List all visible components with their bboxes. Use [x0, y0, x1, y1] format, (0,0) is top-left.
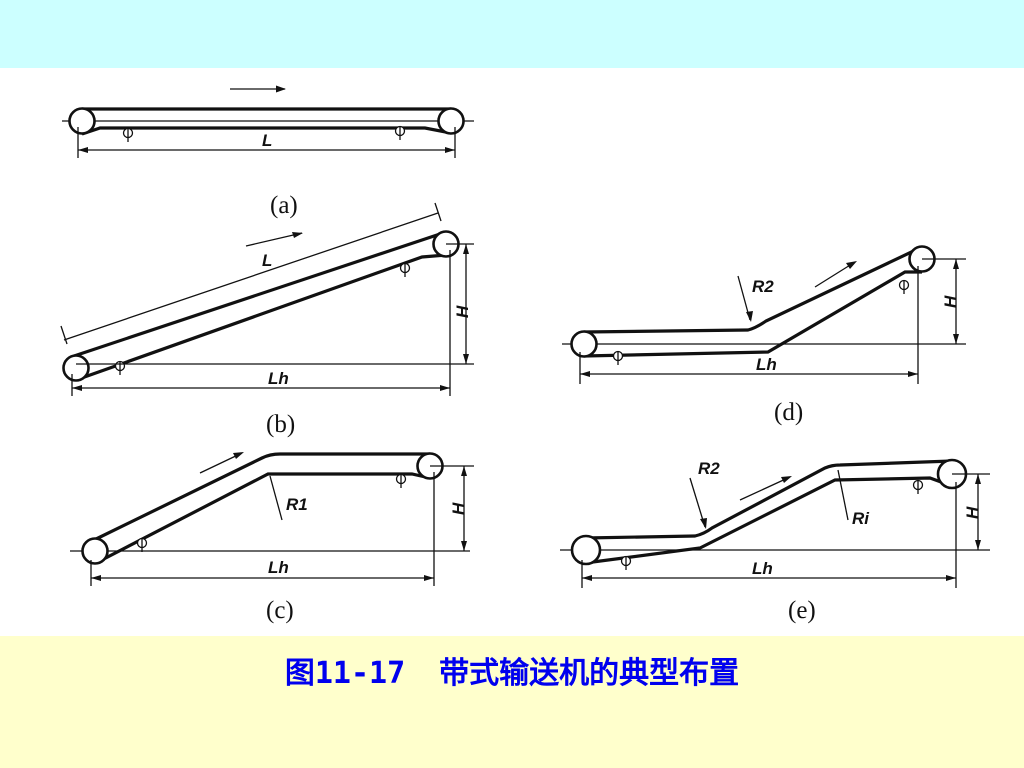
dim-label: H — [453, 305, 472, 318]
direction-arrow-e — [781, 476, 792, 483]
dim-label: H — [963, 506, 982, 519]
dim-label: Ri — [852, 509, 870, 528]
subfigure-label-e: (e) — [788, 597, 816, 624]
dim-label: R1 — [286, 495, 308, 514]
bottom-band — [0, 636, 1024, 768]
direction-arrow-a — [276, 85, 286, 93]
direction-arrow-b — [292, 232, 303, 238]
pulley — [68, 107, 96, 135]
subfigure-label-b: (b) — [266, 411, 295, 438]
conveyor-layout-diagram: L (a) L H Lh (b) — [60, 85, 990, 624]
subfigure-c: R1 H Lh (c) — [70, 452, 474, 624]
dim-label: R2 — [698, 459, 720, 478]
top-band — [0, 0, 1024, 68]
pulley — [62, 354, 90, 382]
dim-label: Lh — [268, 369, 289, 388]
subfigure-a: L (a) — [62, 85, 474, 219]
direction-arrow-c — [233, 452, 244, 459]
subfigure-b: L H Lh (b) — [60, 202, 474, 438]
pulley — [570, 534, 602, 566]
dim-label: R2 — [752, 277, 774, 296]
dim-label: H — [941, 295, 960, 308]
dim-label: Lh — [752, 559, 773, 578]
subfigure-e: R2 Ri H Lh (e) — [560, 458, 990, 624]
dim-label: Lh — [268, 558, 289, 577]
figure-title: 带式输送机的典型布置 — [439, 656, 740, 691]
pulley — [437, 107, 465, 135]
dim-label: L — [262, 131, 272, 150]
dim-label: H — [449, 502, 468, 515]
subfigure-d: R2 H Lh (d) — [562, 245, 966, 426]
pulley — [570, 330, 598, 358]
dim-label: L — [262, 251, 272, 270]
direction-arrow-d — [846, 261, 857, 269]
figure-number: 图11-17 — [284, 656, 406, 691]
dim-label: Lh — [756, 355, 777, 374]
subfigure-label-d: (d) — [774, 399, 803, 426]
subfigure-label-a: (a) — [270, 192, 298, 219]
subfigure-label-c: (c) — [266, 597, 294, 624]
figure-caption: 图11-17 带式输送机的典型布置 — [0, 648, 1024, 692]
pulley — [81, 537, 109, 565]
